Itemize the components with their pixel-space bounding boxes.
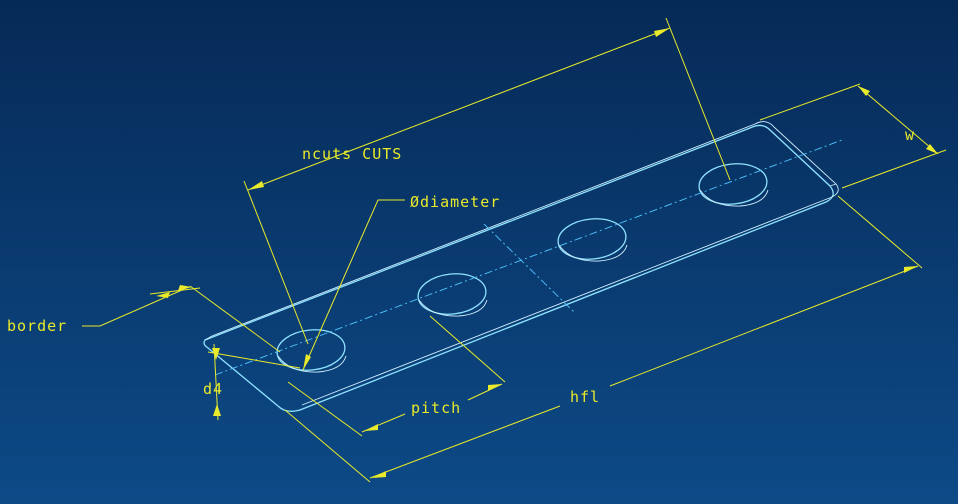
dimension-diameter: [302, 199, 405, 371]
dimension-hfl: [284, 195, 923, 483]
dimension-d4: [207, 343, 301, 421]
hole-4: [698, 163, 769, 207]
label-pitch: pitch: [411, 399, 461, 417]
hole-2: [417, 273, 488, 317]
label-border: border: [7, 317, 67, 335]
label-diameter: Ødiameter: [410, 193, 500, 211]
centerline-cross: [483, 223, 575, 313]
dimension-pitch: [287, 315, 506, 437]
hole-3: [557, 218, 628, 262]
dimension-border: [82, 285, 281, 353]
label-hfl: hfl: [570, 388, 600, 406]
dimension-ncuts: [243, 17, 731, 345]
plate-outline: [203, 121, 839, 412]
label-d4: d4: [203, 380, 223, 398]
label-ncuts: ncuts CUTS: [302, 145, 402, 163]
hole-1: [276, 329, 347, 373]
dimension-w: [759, 83, 947, 189]
label-w: w: [905, 126, 915, 144]
